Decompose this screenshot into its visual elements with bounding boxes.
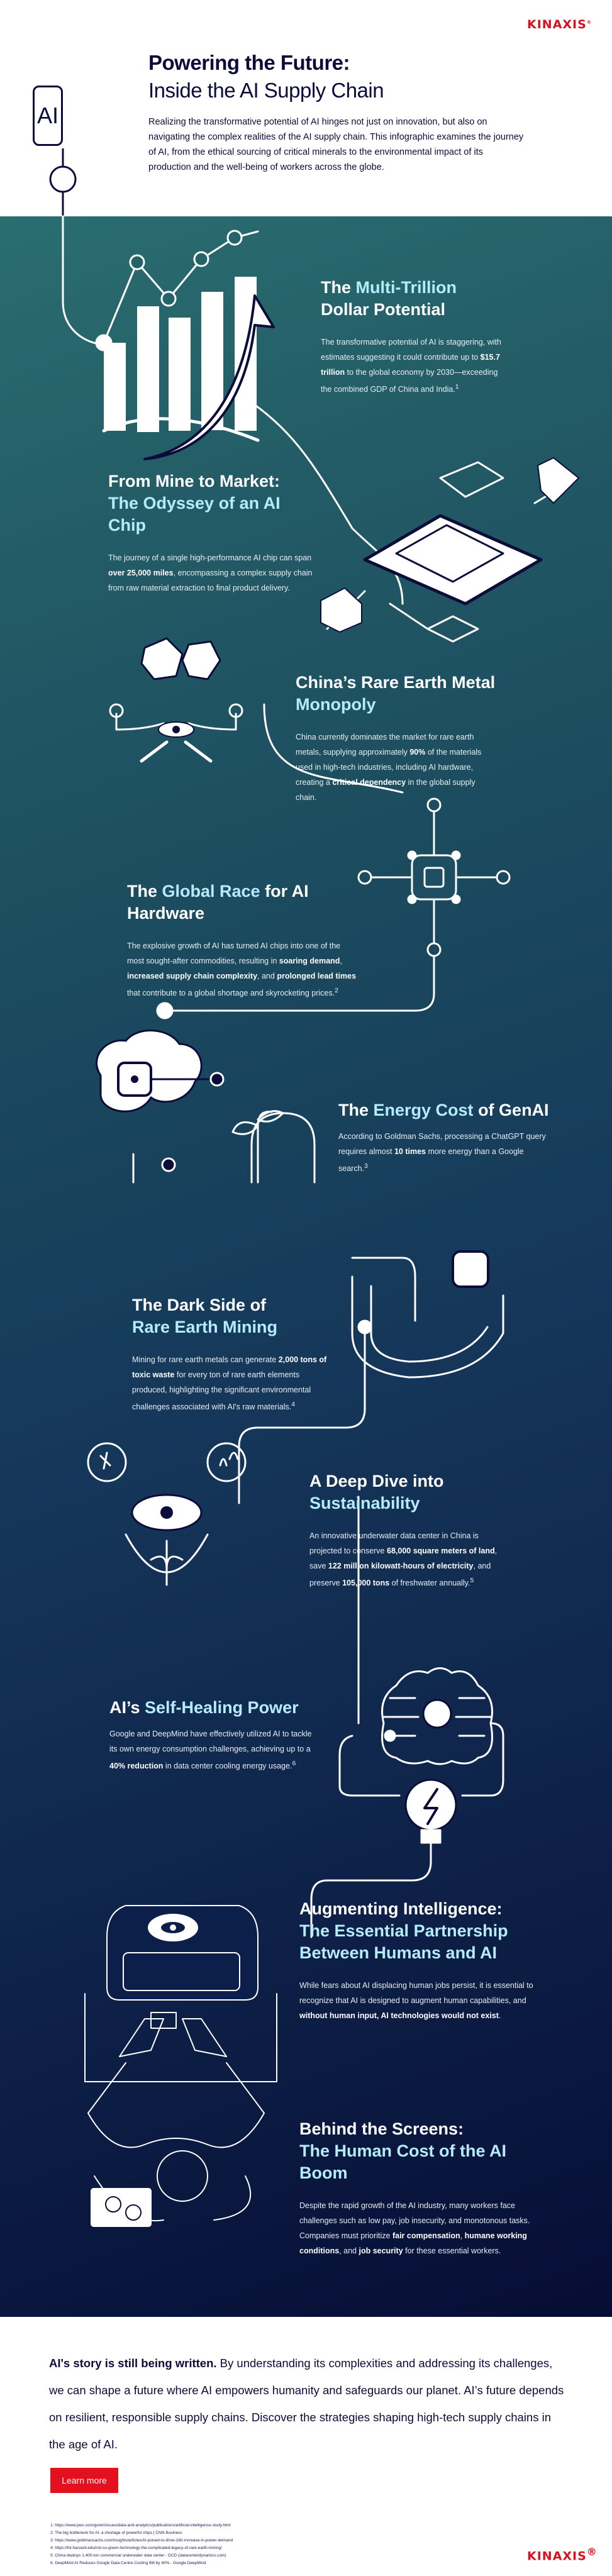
section-global-race: The Global Race for AI Hardware The expl… xyxy=(127,882,357,998)
sustainability-icons xyxy=(87,1442,247,1586)
ai-chip-isometric-icon xyxy=(320,457,579,643)
section-rare-earth-monopoly: China’s Rare Earth Metal Monopoly China … xyxy=(296,673,496,802)
section-behind-the-screens: Behind the Screens:The Human Cost of the… xyxy=(299,2119,530,2255)
reference-item[interactable]: 3: https://www.goldmansachs.com/insights… xyxy=(50,2538,233,2543)
rare-earth-minerals-icon xyxy=(109,637,404,794)
section-mine-to-market: From Mine to Market:The Odyssey of an AI… xyxy=(108,472,313,592)
worker-at-laptop-icon xyxy=(84,1905,277,2227)
section-energy-cost: The Energy Cost of GenAI According to Go… xyxy=(338,1101,549,1174)
ai-chip-icon: AI xyxy=(33,86,63,146)
section-augmenting-intelligence: Augmenting Intelligence:The Essential Pa… xyxy=(299,1899,533,2020)
ai-screen-icon xyxy=(351,1250,504,1379)
infographic-illustrations xyxy=(84,230,579,2227)
circuit-node-icon xyxy=(156,797,511,1019)
growth-chart-icon xyxy=(95,230,275,460)
ai-brain-lightbulb-icon xyxy=(310,1496,504,1938)
kinaxis-footer-logo[interactable]: KINAXIS® xyxy=(527,2546,598,2563)
reference-item[interactable]: 2: The big bottleneck for AI: a shortage… xyxy=(50,2531,182,2535)
section-self-healing: AI’s Self-Healing Power Google and DeepM… xyxy=(109,1698,312,1771)
kinaxis-logo[interactable]: KINAXIS® xyxy=(527,18,592,31)
reference-item[interactable]: 6: DeepMind AI Reduces Google Data Centr… xyxy=(50,2561,206,2565)
reference-item[interactable]: 4: https://hir.harvard.edu/not-so-green-… xyxy=(50,2546,222,2550)
outro-paragraph: AI's story is still being written. By un… xyxy=(49,2357,564,2451)
references-list: 1: https://www.pwc.com/gx/en/issues/data… xyxy=(50,2522,233,2567)
brain-eye-icon xyxy=(96,1030,225,1184)
reference-item[interactable]: 5: China deploys 1,400-ton commercial un… xyxy=(50,2553,226,2558)
header-connector-line xyxy=(49,148,77,216)
intro-paragraph: Realizing the transformative potential o… xyxy=(148,117,524,172)
learn-more-button[interactable]: Learn more xyxy=(50,2468,118,2493)
page-title: Powering the Future: Inside the AI Suppl… xyxy=(148,51,384,102)
reference-item[interactable]: 1: https://www.pwc.com/gx/en/issues/data… xyxy=(50,2523,231,2528)
section-multi-trillion: The Multi-Trillion Dollar Potential The … xyxy=(321,278,501,394)
sprout-icon xyxy=(231,1110,316,1184)
